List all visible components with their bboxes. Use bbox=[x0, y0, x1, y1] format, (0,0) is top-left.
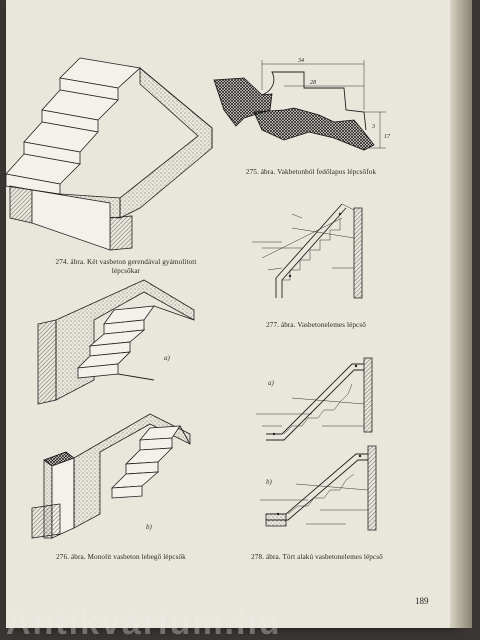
figure-277-element-stair bbox=[252, 203, 363, 299]
figure-278b-broken-stair bbox=[260, 445, 377, 531]
figure-276-label-b: b) bbox=[146, 523, 152, 531]
figure-274-stair-on-beams bbox=[5, 57, 213, 251]
caption-line: 274. ábra. Két vasbeton gerendával gyámo… bbox=[55, 258, 197, 266]
dimension-top: 34 bbox=[297, 57, 304, 64]
figure-276b-floating-stair bbox=[31, 413, 191, 539]
figure-276a-floating-stair bbox=[37, 279, 195, 405]
caption-line: lépcsőkar bbox=[111, 267, 141, 275]
watermark: Antikvárium.hu bbox=[6, 604, 282, 640]
dimension-middle: 28 bbox=[310, 80, 316, 86]
book-page: 274. ábra. Két vasbeton gerendával gyámo… bbox=[5, 0, 452, 628]
figure-276-label-a: a) bbox=[164, 354, 170, 362]
dimension-right-bottom: 17 bbox=[384, 134, 391, 140]
figure-278a-broken-stair bbox=[256, 357, 373, 441]
page-number: 189 bbox=[415, 596, 429, 606]
figure-278-caption: 278. ábra. Tört alakú vasbetonelemes lép… bbox=[251, 553, 383, 561]
figure-277-caption: 277. ábra. Vasbetonelemes lépcső bbox=[266, 321, 366, 329]
figure-278-label-a: a) bbox=[268, 379, 274, 387]
dimension-right-top: 3 bbox=[371, 124, 375, 130]
figure-275-caption: 275. ábra. Vakbetonból fedőlapos lépcsőf… bbox=[245, 168, 377, 176]
figure-275-step-section: 34 28 3 17 bbox=[213, 57, 391, 151]
figure-274-caption: 274. ábra. Két vasbeton gerendával gyámo… bbox=[26, 258, 226, 276]
page-edge bbox=[450, 0, 472, 628]
figure-278-label-b: b) bbox=[266, 478, 272, 486]
figure-276-caption: 276. ábra. Monolit vasbeton lebegő lépcs… bbox=[56, 553, 186, 561]
